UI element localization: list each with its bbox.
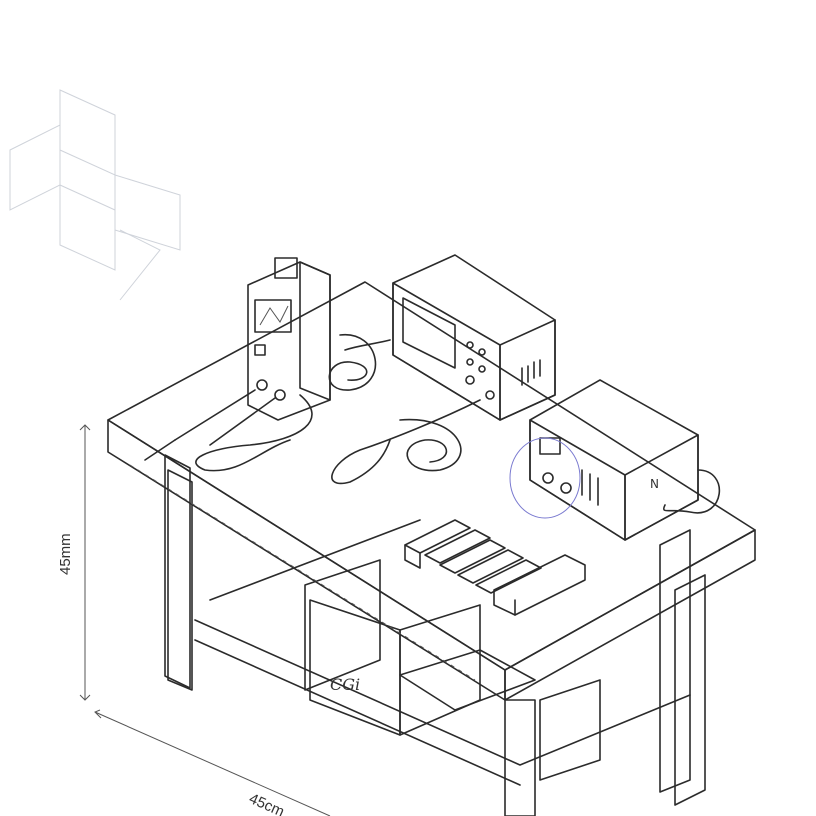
power-supply-icon[interactable]: N (509, 379, 721, 541)
cable-coil-icon (328, 334, 391, 391)
table-legs-back (167, 469, 691, 793)
probe-cable-icon (331, 399, 481, 485)
drawer-marking: CGi (330, 675, 360, 694)
lower-shelf-frame (194, 519, 691, 786)
background-hex-pattern (9, 89, 181, 301)
tabletop (107, 281, 756, 701)
oscilloscope-icon[interactable] (392, 254, 556, 421)
psu-marking: N (650, 477, 659, 491)
table-legs-front (164, 454, 706, 816)
height-dimension: 45mm (57, 424, 91, 701)
soldering-station-icon[interactable] (144, 257, 331, 472)
under-table-storage: CGi (304, 559, 601, 781)
width-dimension: 45cm (94, 709, 331, 816)
height-label: 45mm (57, 533, 74, 575)
connector-icon (404, 519, 586, 616)
